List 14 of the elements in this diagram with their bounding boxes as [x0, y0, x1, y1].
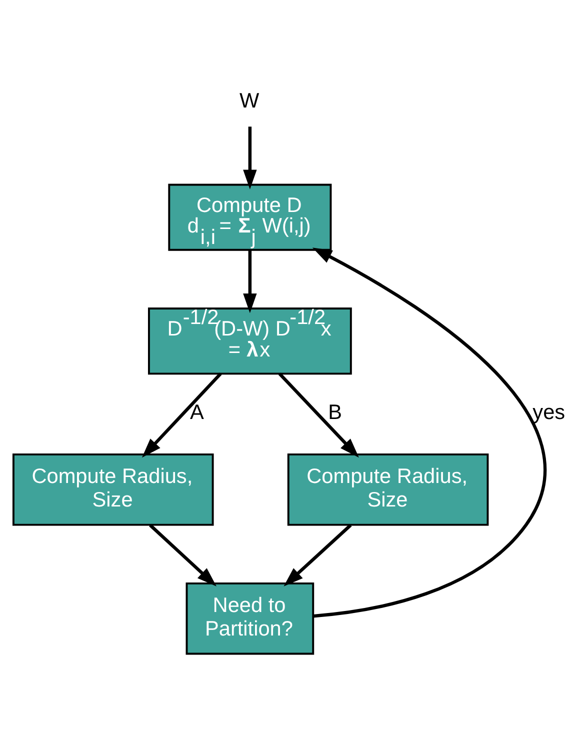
arrow	[243, 126, 257, 190]
arrow	[243, 250, 257, 314]
edge-label: B	[328, 401, 342, 424]
edge-label: A	[190, 401, 204, 424]
arrow	[312, 248, 546, 618]
arrow	[142, 372, 222, 458]
node-box: Need to Partition?	[186, 582, 314, 655]
arrow	[149, 524, 216, 586]
node-box: Compute Radius, Size	[287, 453, 489, 526]
edge-label: yes	[532, 401, 566, 424]
arrow	[284, 524, 352, 586]
arrow	[278, 372, 359, 458]
node-box: Compute Radius, Size	[12, 453, 214, 526]
node-text: W	[240, 90, 260, 113]
